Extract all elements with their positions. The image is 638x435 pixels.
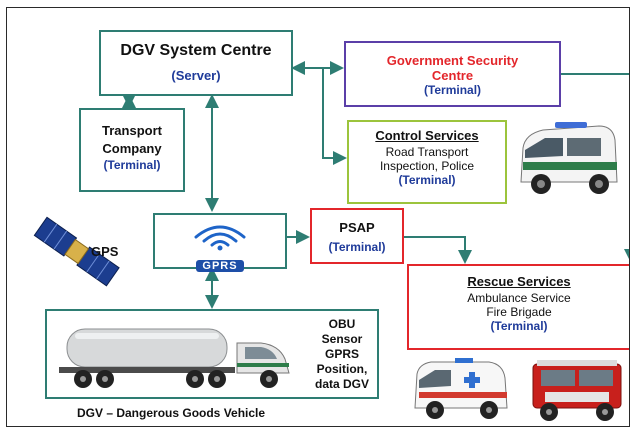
light-bar <box>555 122 587 128</box>
dgv-system-centre-box: DGV System Centre (Server) <box>99 30 293 96</box>
dgv-centre-title: DGV System Centre <box>120 42 272 59</box>
transport-company-box: Transport Company (Terminal) <box>79 108 185 192</box>
link-psap-rescue <box>404 236 472 264</box>
psap-title: PSAP <box>339 220 375 235</box>
transport-role: (Terminal) <box>103 158 161 172</box>
obu-line5: data DGV <box>314 377 369 391</box>
psap-box: PSAP (Terminal) <box>310 208 404 264</box>
obu-line4: Position, <box>316 362 368 376</box>
dgv-centre-role: (Server) <box>171 68 221 83</box>
gps-label: GPS <box>91 244 119 259</box>
gov-title-line2: Centre <box>431 68 474 83</box>
obu-line3: GPRS <box>324 347 359 361</box>
diagram-frame: DGV System Centre (Server) Government Se… <box>6 7 630 427</box>
tanker-truck-image <box>59 328 290 388</box>
connector-lines <box>122 61 629 309</box>
transport-line1: Transport <box>102 123 162 138</box>
government-security-box: Government Security Centre (Terminal) <box>344 41 561 107</box>
rescue-title: Rescue Services <box>467 274 571 289</box>
control-title: Control Services <box>375 128 479 143</box>
gps-satellite-image <box>33 216 120 287</box>
link-centre-control <box>322 68 347 165</box>
rescue-line2: Fire Brigade <box>486 305 552 319</box>
psap-role: (Terminal) <box>328 240 386 254</box>
rescue-role: (Terminal) <box>490 319 548 333</box>
gov-role: (Terminal) <box>423 83 482 97</box>
obu-line1: OBU <box>328 317 356 331</box>
control-line2: Inspection, Police <box>379 159 475 173</box>
ambulance-image <box>414 358 508 419</box>
caption: DGV – Dangerous Goods Vehicle <box>77 406 266 420</box>
transport-line2: Company <box>102 141 162 156</box>
wifi-signal-icon <box>194 225 246 251</box>
control-role: (Terminal) <box>398 173 456 187</box>
vehicle-obu-box: OBU Sensor GPRS Position, data DGV <box>45 309 379 399</box>
rescue-services-box: Rescue Services Ambulance Service Fire B… <box>407 264 629 350</box>
gprs-label: GPRS <box>196 260 244 272</box>
gprs-box: GPRS <box>153 213 287 272</box>
control-services-box: Control Services Road Transport Inspecti… <box>347 120 507 204</box>
control-line1: Road Transport <box>385 145 469 159</box>
gov-title-line1: Government Security <box>386 53 519 68</box>
fire-truck-image <box>532 360 622 421</box>
rescue-line1: Ambulance Service <box>467 291 571 305</box>
obu-text: OBU Sensor GPRS Position, data DGV <box>315 317 369 392</box>
link-gov-rescue-a <box>561 73 629 75</box>
obu-line2: Sensor <box>321 332 363 346</box>
police-van-image <box>520 122 618 194</box>
